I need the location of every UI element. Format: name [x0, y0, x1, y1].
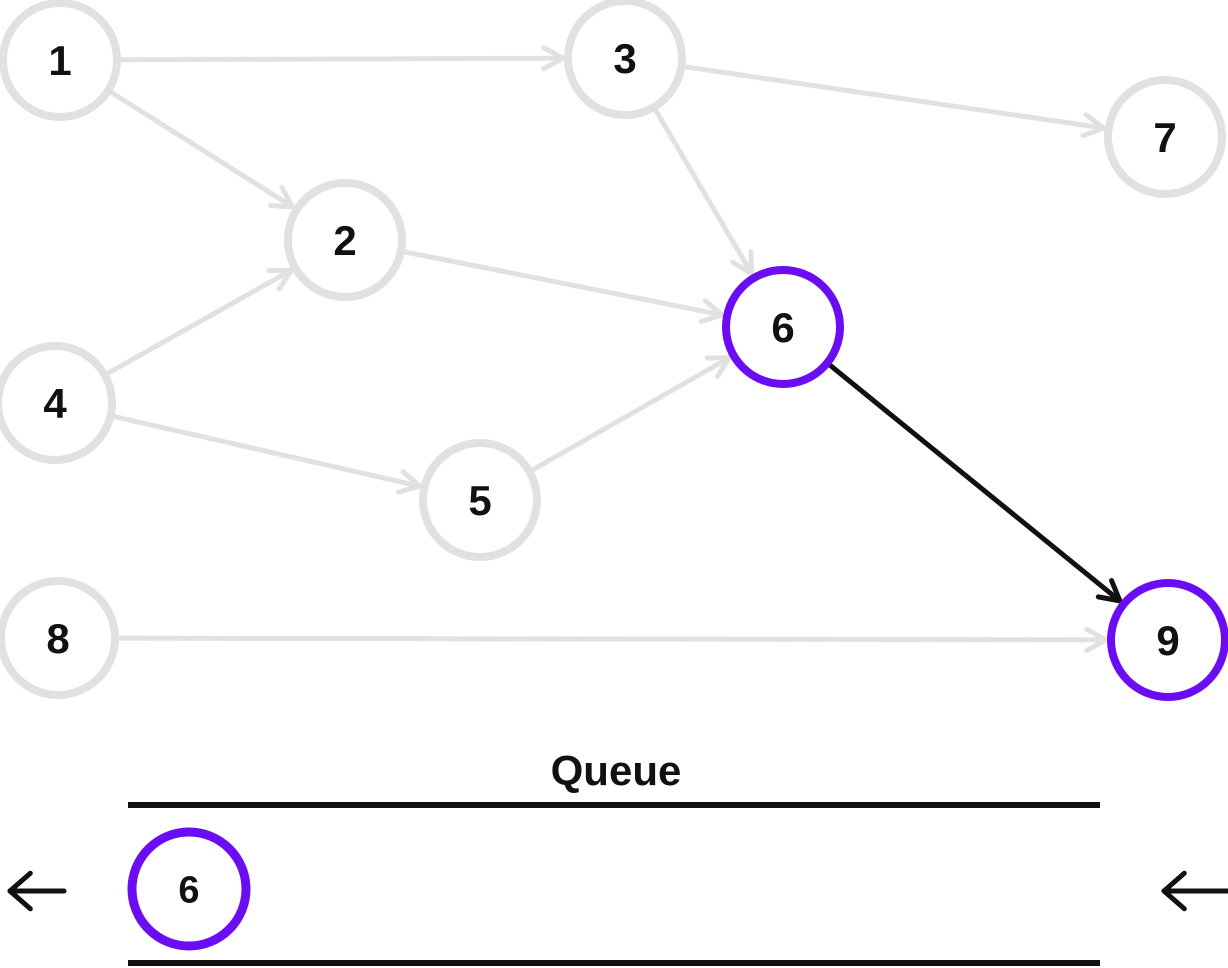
- enqueue-left-arrow-icon: [1161, 870, 1228, 912]
- graph-nodes-layer: 1 2 3 4 5 6 7 8 9: [0, 0, 1228, 701]
- edge-1-2-arrowhead-arm1: [279, 185, 296, 210]
- graph-node-9-circle: [1107, 579, 1228, 701]
- edge-2-6-arrowhead-arm1: [702, 298, 725, 318]
- graph-node-4-circle: [0, 342, 116, 464]
- edge-4-5: [111, 414, 423, 495]
- edge-6-9-arrowhead-arm2: [1095, 594, 1123, 604]
- edge-8-9-arrowhead-arm2: [1084, 637, 1109, 653]
- enqueue-arrow-head-arm1: [1161, 888, 1187, 912]
- graph-node-4: 4: [0, 342, 116, 464]
- graph-edges-layer: [105, 45, 1123, 653]
- graph-node-5-circle: [419, 439, 541, 561]
- edge-3-7-arrowhead-arm2: [1080, 125, 1107, 139]
- edge-1-2-arrowhead-arm2: [268, 203, 296, 210]
- edge-6-9-line: [827, 362, 1123, 604]
- edge-4-5-arrowhead-arm2: [395, 483, 423, 495]
- graph-node-6-label: 6: [771, 304, 794, 351]
- graph-node-5-label: 5: [468, 477, 491, 524]
- edge-8-9: [116, 626, 1109, 653]
- graph-node-3-circle: [564, 0, 686, 119]
- graph-node-1-circle: [0, 0, 121, 121]
- graph-node-8-circle: [0, 577, 119, 699]
- graph-node-6: 6: [722, 266, 844, 388]
- graph-node-7-circle: [1104, 76, 1226, 198]
- edge-4-5-arrowhead-arm1: [400, 469, 423, 489]
- edge-1-3-line: [118, 55, 566, 63]
- queue-panel: Queue 6: [7, 747, 1228, 966]
- enqueue-arrow-head-arm2: [1161, 870, 1187, 894]
- dequeue-left-arrow-icon: [7, 870, 67, 912]
- graph-node-6-circle: [722, 266, 844, 388]
- graph-node-4-label: 4: [43, 380, 67, 427]
- edge-1-3: [118, 45, 566, 72]
- edge-1-3-arrowhead-arm1: [541, 45, 566, 61]
- graph-node-7: 7: [1104, 76, 1226, 198]
- graph-node-2-label: 2: [333, 217, 356, 264]
- graph-node-9: 9: [1107, 579, 1228, 701]
- graph-node-8-label: 8: [46, 615, 69, 662]
- edge-4-5-line: [111, 414, 423, 489]
- edge-6-9: [827, 362, 1123, 604]
- edge-5-6-line: [530, 355, 732, 473]
- edge-1-2: [109, 90, 296, 210]
- edge-8-9-line: [116, 635, 1109, 643]
- graph-node-9-label: 9: [1156, 617, 1179, 664]
- edge-3-6-line: [653, 108, 755, 277]
- edge-3-6: [653, 108, 755, 277]
- graph-node-3-label: 3: [613, 35, 636, 82]
- graph-node-7-label: 7: [1153, 114, 1176, 161]
- edge-2-6-line: [402, 249, 725, 318]
- edge-3-7-line: [682, 64, 1107, 131]
- edge-1-3-arrowhead-arm2: [541, 55, 566, 72]
- edge-1-2-line: [109, 90, 296, 210]
- queue-item-6: 6: [127, 827, 251, 951]
- edge-4-2-line: [105, 267, 294, 376]
- dequeue-arrow-head-arm1: [7, 888, 33, 912]
- edge-3-6-arrowhead-arm2: [730, 259, 755, 277]
- edge-5-6: [530, 355, 732, 473]
- graph-node-2-circle: [284, 179, 406, 301]
- edge-4-2: [105, 267, 294, 376]
- graph-node-1-label: 1: [48, 37, 71, 84]
- graph-node-3: 3: [564, 0, 686, 119]
- edge-2-6-arrowhead-arm2: [698, 312, 725, 325]
- queue-title: Queue: [551, 747, 682, 794]
- graph-node-5: 5: [419, 439, 541, 561]
- queue-item-6-label: 6: [178, 870, 199, 912]
- edge-8-9-arrowhead-arm1: [1084, 626, 1109, 643]
- graph-node-8: 8: [0, 577, 119, 699]
- edge-6-9-arrowhead-arm1: [1109, 578, 1123, 604]
- edge-2-6: [402, 249, 725, 325]
- edge-3-7: [682, 64, 1107, 139]
- graph-node-1: 1: [0, 0, 121, 121]
- graph-node-2: 2: [284, 179, 406, 301]
- queue-item-6-circle: [127, 827, 251, 951]
- edge-3-6-arrowhead-arm1: [748, 249, 755, 277]
- edge-4-2-arrowhead-arm2: [276, 267, 294, 292]
- dequeue-arrow-head-arm2: [7, 870, 33, 894]
- edge-3-7-arrowhead-arm1: [1083, 112, 1107, 131]
- edge-5-6-arrowhead-arm2: [715, 355, 732, 379]
- queue-items: 6: [127, 827, 251, 951]
